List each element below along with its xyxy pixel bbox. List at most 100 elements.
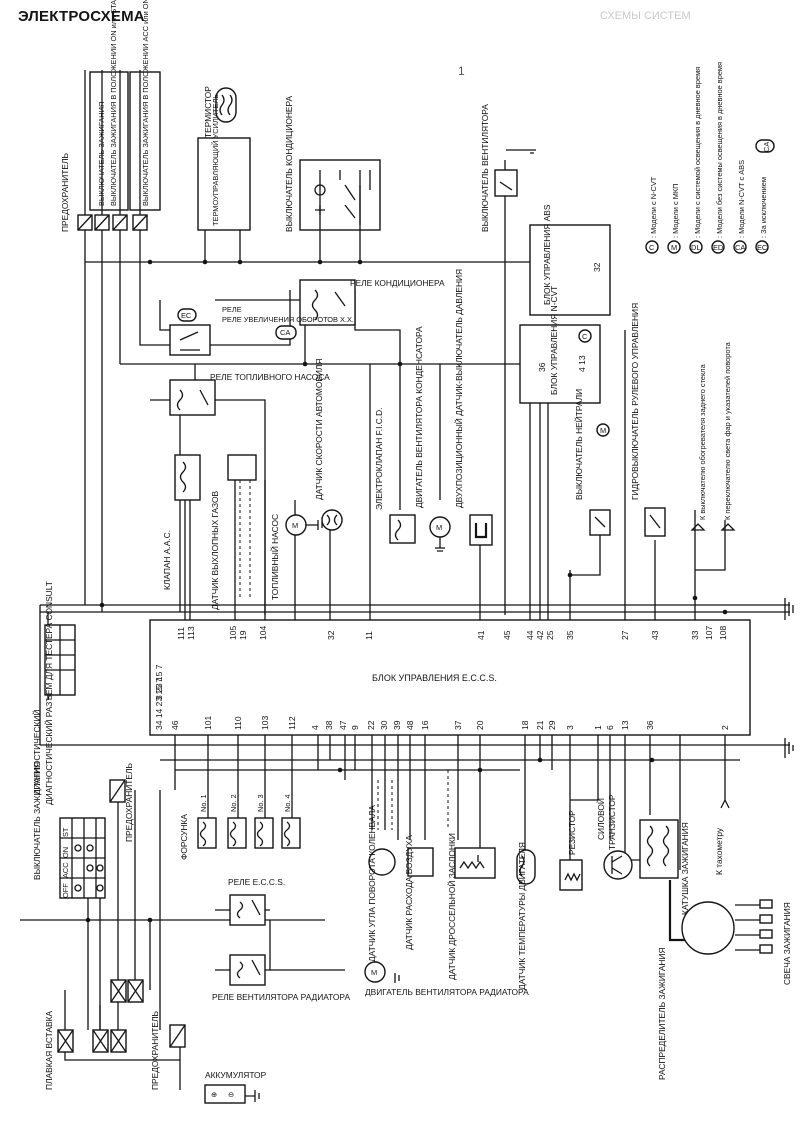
temp-sensor-icon: [516, 849, 536, 885]
ecu-box: [149, 619, 751, 736]
wire-fusible: [64, 920, 180, 1061]
label-ign-coil: КАТУШКА ЗАЖИГАНИЯ: [680, 822, 690, 915]
svg-text:No. 4: No. 4: [283, 794, 292, 812]
wire-mid-a: [317, 735, 356, 780]
label-crank-sensor: ДАТЧИК УГЛА ПОВОРОТА КОЛЕНВАЛА: [367, 805, 377, 962]
junction-dots: [85, 259, 728, 923]
wire-ncvt: [529, 400, 549, 620]
svg-text:: Модели с МКП: : Модели с МКП: [671, 184, 680, 239]
throttle-resistor-icon: [459, 855, 485, 870]
legend-item-m: M : Модели с МКП: [667, 184, 681, 254]
ground-rad-motor: [394, 973, 400, 983]
injector-1: No. 1: [197, 794, 217, 849]
svg-text:M: M: [371, 968, 377, 977]
battery-icon: ⊕ ⊖: [204, 1084, 246, 1104]
svg-text:M: M: [292, 521, 298, 530]
wire-ign-sw: [87, 780, 136, 1030]
svg-text:48: 48: [405, 720, 415, 730]
label-ficd-valve: ЭЛЕКТРОКЛАПАН F.I.C.D.: [374, 408, 384, 511]
label-fuel-relay: РЕЛЕ ТОПЛИВНОГО НАСОСА: [210, 372, 330, 382]
svg-text:C: C: [582, 332, 588, 341]
svg-text:M: M: [600, 426, 606, 435]
svg-text:25: 25: [545, 630, 555, 640]
svg-text:⊖: ⊖: [228, 1090, 234, 1099]
svg-text:110: 110: [233, 716, 243, 730]
resistor-zigzag-icon: [564, 872, 581, 882]
ac-relay-box: [299, 279, 356, 326]
svg-text:C: C: [649, 243, 655, 252]
ign-switch-box-1: [89, 71, 129, 211]
ficd-coil-icon: [394, 519, 402, 541]
label-tachometer: К тахометру: [714, 827, 724, 875]
svg-text:35: 35: [565, 630, 575, 640]
ground-fan: [506, 149, 536, 154]
ground-right-bottom: [784, 738, 794, 758]
svg-text:20: 20: [475, 720, 485, 730]
svg-text:30: 30: [379, 720, 389, 730]
diag-connector-grid-icon: [45, 625, 75, 695]
injector-2: No. 2: [227, 794, 247, 849]
label-battery: АККУМУЛЯТОР: [205, 1070, 267, 1080]
ecu-left-pins: 3 23 15 7: [154, 664, 164, 700]
fan-switch-contact-icon: [499, 181, 513, 191]
wire-fico: [399, 364, 441, 510]
svg-text:107: 107: [704, 626, 714, 640]
label-ac-switch: ВЫКЛЮЧАТЕЛЬ КОНДИЦИОНЕРА: [284, 95, 294, 232]
eccs-relay-coil-icon: [236, 899, 261, 919]
svg-text:4: 4: [310, 725, 320, 730]
badge-c-ncvt: C: [578, 329, 592, 343]
ecu-label: БЛОК УПРАВЛЕНИЯ E.C.C.S.: [372, 673, 497, 683]
svg-text:3: 3: [565, 725, 575, 730]
crank-sensor-icon: [368, 848, 396, 876]
svg-text:42: 42: [535, 630, 545, 640]
svg-text:EC: EC: [181, 311, 192, 320]
svg-text:CA: CA: [762, 142, 771, 152]
label-distributor: РАСПРЕДЕЛИТЕЛЬ ЗАЖИГАНИЯ: [657, 947, 667, 1080]
label-idle-relay: РЕЛЕ: [222, 305, 242, 314]
label-idle-relay-full: РЕЛЕ УВЕЛИЧЕНИЯ ОБОРОТОВ Х.Х.: [222, 315, 354, 324]
lights-diode-icon: [690, 523, 736, 531]
svg-text:36: 36: [645, 720, 655, 730]
rad-fan-motor-icon: M: [364, 961, 386, 983]
ecu-left-pins-2: 34 14 23 15 7: [154, 678, 164, 730]
idle-relay-contact-icon: [179, 331, 200, 351]
wire-idle-relay-c: [215, 290, 300, 346]
label-neutral-switch: ВЫКЛЮЧАТЕЛЬ НЕЙТРАЛИ: [573, 389, 584, 500]
label-temp-sensor: ДАТЧИК ТЕМПЕРАТУРЫ ДВИГАТЕЛЯ: [517, 842, 527, 990]
label-fusible-link: ПЛАВКАЯ ВСТАВКА: [44, 1011, 54, 1090]
thermo-amp-box: [197, 137, 251, 231]
wire-temp: [524, 735, 553, 850]
svg-text:19: 19: [238, 630, 248, 640]
label-ign-on-start: ВЫКЛЮЧАТЕЛЬ ЗАЖИГАНИЯ В ПОЛОЖЕНИИ ON или…: [109, 0, 118, 206]
label-ign-switch-small: ВЫКЛЮЧАТЕЛЬ ЗАЖИГАНИЯ: [32, 762, 42, 880]
label-ac-relay: РЕЛЕ КОНДИЦИОНЕРА: [350, 278, 445, 288]
fuel-relay-box: [169, 379, 216, 416]
label-rear-defog: К выключателю обогревателя заднего стекл…: [698, 363, 707, 520]
resistor-box: [559, 859, 583, 891]
speed-sensor-icon: [321, 509, 343, 531]
abs-unit-box: [529, 224, 611, 316]
aac-valve-box: [174, 454, 201, 501]
label-spark-plug: СВЕЧА ЗАЖИГАНИЯ: [782, 902, 792, 985]
svg-text:39: 39: [392, 720, 402, 730]
label-throttle-sensor: ДАТЧИК ДРОССЕЛЬНОЙ ЗАСЛОНКИ: [446, 833, 457, 980]
label-fan-switch: ВЫКЛЮЧАТЕЛЬ ВЕНТИЛЯТОРА: [480, 104, 490, 232]
ficd-valve-box: [389, 514, 416, 544]
fuel-relay-coil-icon: [176, 389, 209, 411]
wire-ps: [624, 330, 656, 620]
svg-text:27: 27: [620, 630, 630, 640]
abs-pin-label: 32: [592, 262, 602, 272]
svg-text:No. 3: No. 3: [256, 794, 265, 812]
label-fuse-low: ПРЕДОХРАНИТЕЛЬ: [150, 1011, 160, 1090]
svg-text:32: 32: [326, 630, 336, 640]
neutral-switch-contact-icon: [594, 516, 606, 528]
label-exhaust-sensor: ДАТЧИК ВЫХЛОПНЫХ ГАЗОВ: [210, 491, 220, 610]
svg-text:105: 105: [228, 626, 238, 640]
ncvt-pin-36: 36: [537, 362, 547, 372]
svg-text:: Модели без системы освещения: : Модели без системы освещения в дневное…: [715, 62, 724, 238]
pressure-switch-box: [469, 514, 493, 546]
label-fuse-top: ПРЕДОХРАНИТЕЛЬ: [60, 153, 70, 232]
label-rad-fan-motor: ДВИГАТЕЛЬ ВЕНТИЛЯТОРА РАДИАТОРА: [365, 987, 529, 997]
label-airflow-sensor: ДАТЧИК РАСХОДА ВОЗДУХА: [404, 835, 414, 950]
svg-text:2: 2: [720, 725, 730, 730]
